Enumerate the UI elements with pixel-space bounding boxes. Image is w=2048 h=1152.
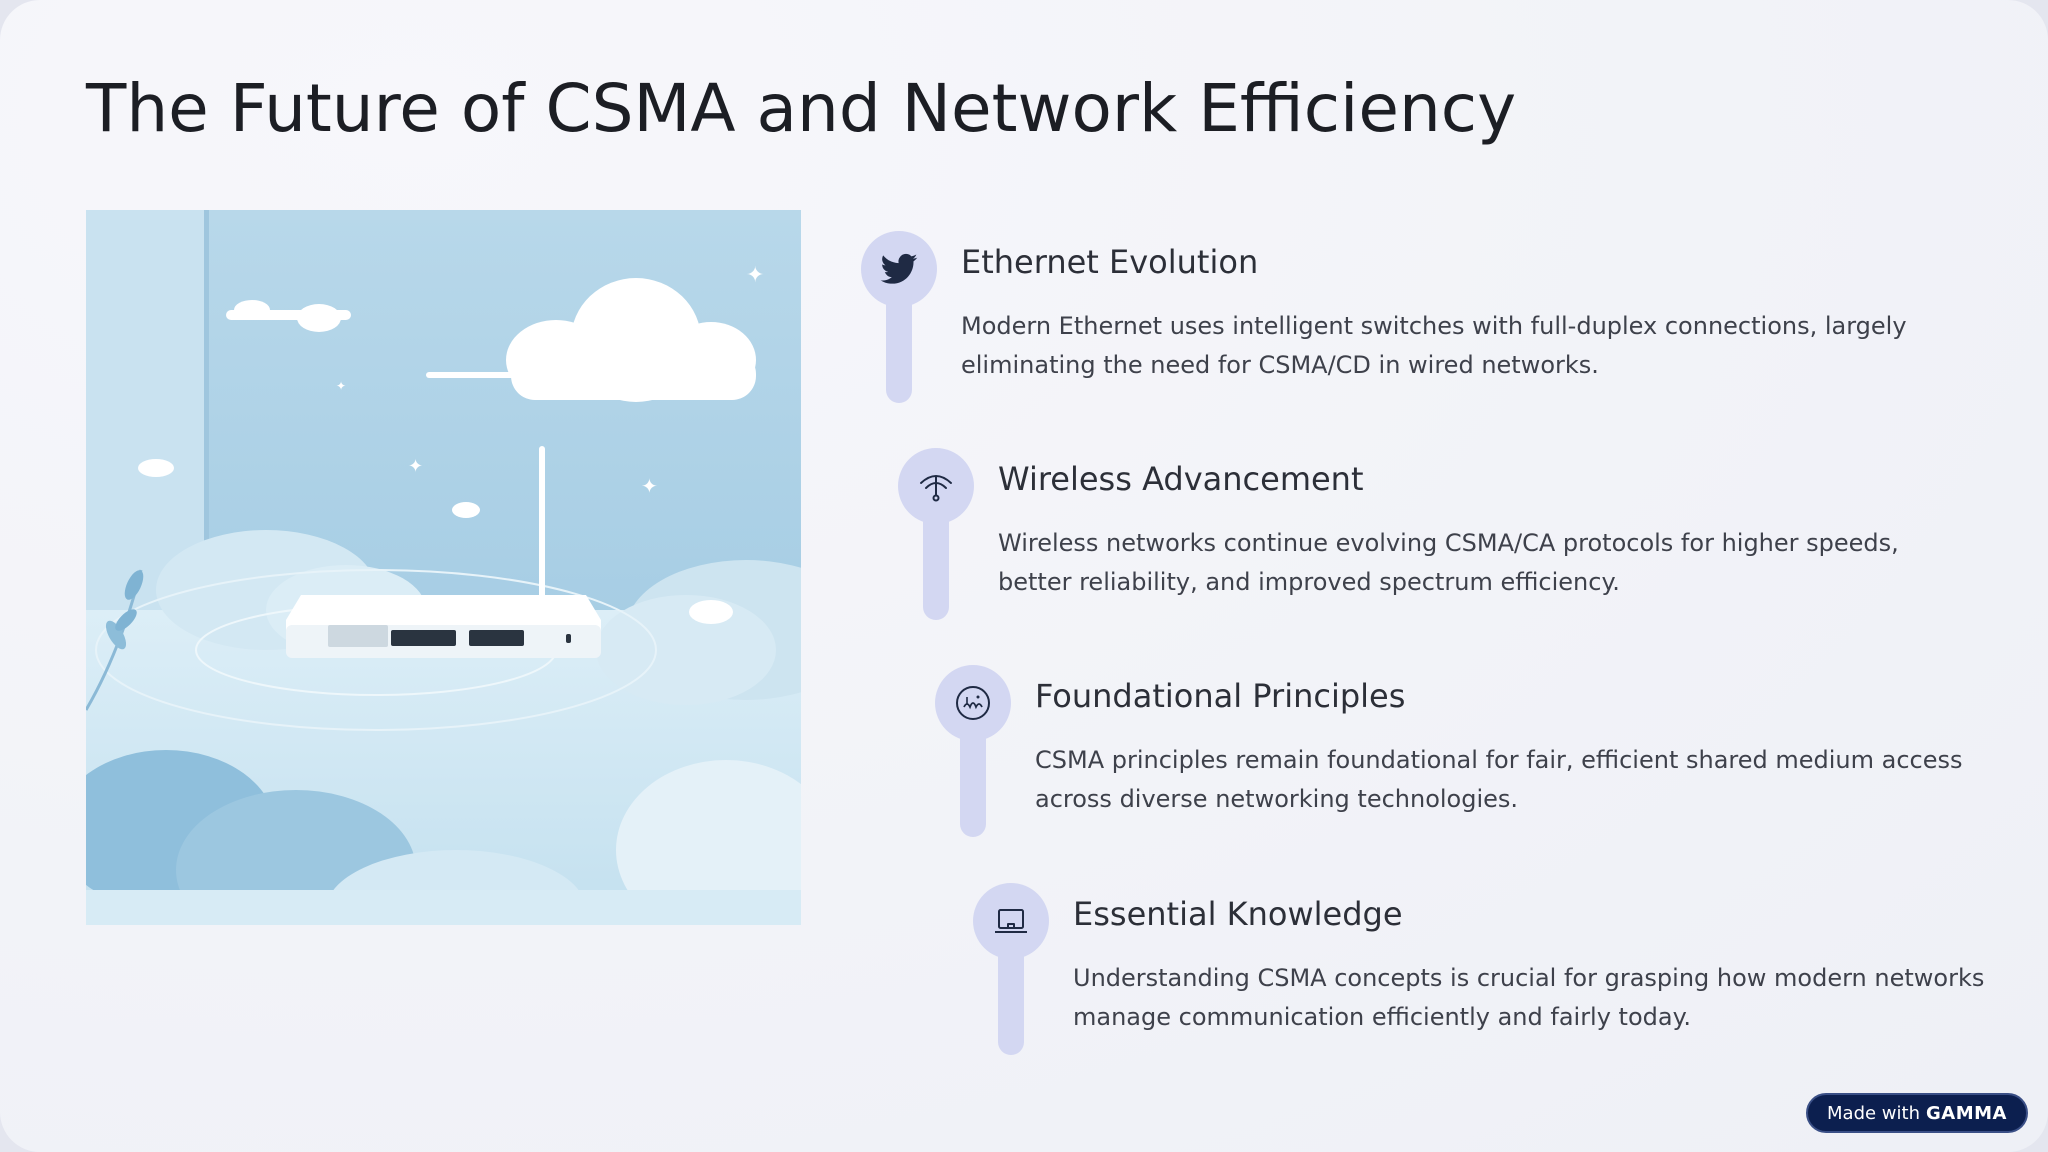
item-heading: Foundational Principles — [1035, 677, 1406, 715]
svg-text:✦: ✦ — [336, 379, 346, 393]
item-heading: Ethernet Evolution — [961, 243, 1259, 281]
gamma-logo: GAMMA — [1926, 1102, 2007, 1124]
timeline-item-wireless-advancement: Wireless Advancement Wireless networks c… — [898, 448, 1998, 648]
svg-text:✦: ✦ — [641, 474, 658, 498]
laptop-icon — [973, 883, 1049, 959]
timeline-item-essential-knowledge: Essential Knowledge Understanding CSMA c… — [973, 883, 2048, 1083]
router-illustration: ✦ ✦ ✦ ✦ — [86, 210, 801, 925]
wifi-icon — [898, 448, 974, 524]
item-description: Understanding CSMA concepts is crucial f… — [1073, 964, 1985, 1031]
item-description: CSMA principles remain foundational for … — [1035, 746, 1963, 813]
item-heading: Essential Knowledge — [1073, 895, 1403, 933]
twitter-bird-icon — [861, 231, 937, 307]
item-heading: Wireless Advancement — [998, 460, 1364, 498]
timeline-item-foundational-principles: Foundational Principles CSMA principles … — [935, 665, 2035, 865]
sunnah-icon — [935, 665, 1011, 741]
made-with-gamma-badge[interactable]: Made with GAMMA — [1806, 1093, 2028, 1133]
item-description: Modern Ethernet uses intelligent switche… — [961, 312, 1907, 379]
timeline-item-ethernet-evolution: Ethernet Evolution Modern Ethernet uses … — [861, 231, 1961, 431]
badge-prefix: Made with — [1827, 1102, 1920, 1124]
svg-text:✦: ✦ — [408, 456, 423, 477]
item-description: Wireless networks continue evolving CSMA… — [998, 529, 1899, 596]
svg-text:✦: ✦ — [746, 263, 764, 288]
timeline-connector — [886, 291, 912, 403]
timeline-connector — [998, 943, 1024, 1055]
timeline-connector — [923, 508, 949, 620]
slide-title: The Future of CSMA and Network Efficienc… — [86, 70, 1517, 147]
timeline-connector — [960, 725, 986, 837]
